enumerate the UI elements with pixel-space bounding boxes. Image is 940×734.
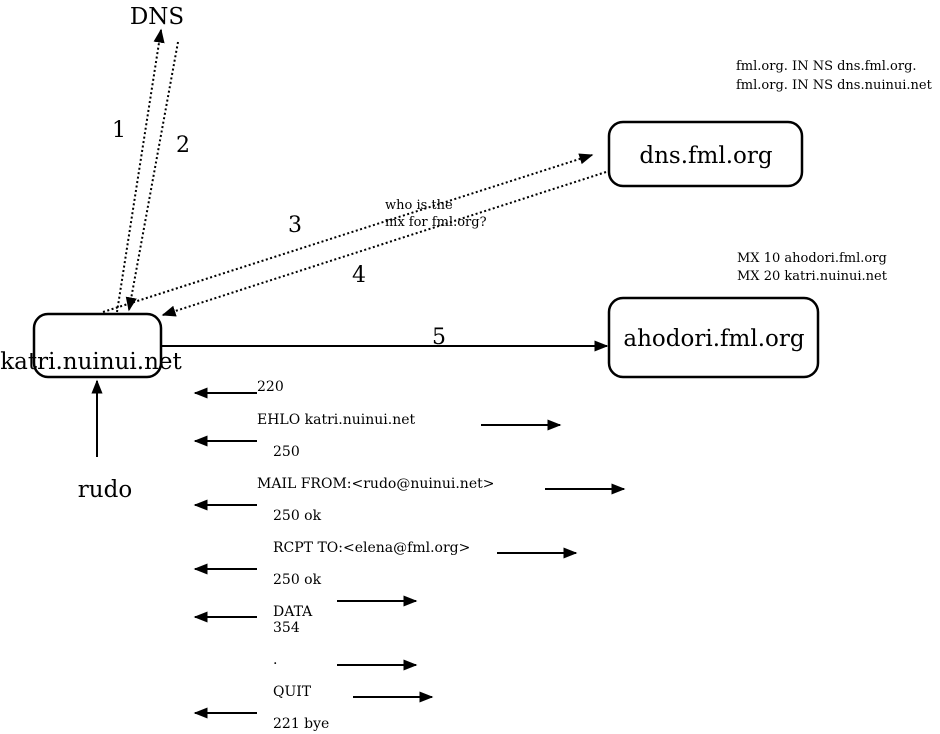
node-ahodori-label: ahodori.fml.org (623, 326, 804, 352)
mx-record-line-2: MX 20 katri.nuinui.net (737, 269, 888, 284)
smtp-221: 221 bye (273, 716, 329, 732)
step-2-label: 2 (176, 133, 190, 158)
smtp-250: 250 (273, 444, 300, 460)
ns-record-line-1: fml.org. IN NS dns.fml.org. (736, 59, 917, 74)
step-3-label: 3 (288, 213, 302, 238)
smtp-220: 220 (257, 379, 284, 395)
step-4-label: 4 (352, 263, 366, 288)
smtp-mail-from: MAIL FROM:<rudo@nuinui.net> (257, 476, 494, 492)
node-katri-label: katri.nuinui.net (0, 349, 182, 375)
smtp-250-ok-1: 250 ok (273, 508, 322, 524)
query-note-line-2: mx for fml.org? (385, 215, 487, 230)
query-note-line-1: who is the (385, 198, 453, 213)
smtp-rcpt-to: RCPT TO:<elena@fml.org> (273, 540, 470, 556)
smtp-data: DATA (273, 604, 313, 620)
arrow-step-4 (161, 171, 607, 317)
node-dns-fml-box (607, 120, 804, 188)
node-dns-fml-label: dns.fml.org (639, 143, 772, 169)
smtp-ehlo: EHLO katri.nuinui.net (257, 412, 416, 428)
rudo-label: rudo (78, 477, 132, 503)
step-1-label: 1 (112, 118, 126, 143)
smtp-354: 354 (273, 620, 300, 636)
node-ahodori-box (607, 296, 820, 379)
smtp-quit: QUIT (273, 684, 312, 700)
ns-record-line-2: fml.org. IN NS dns.nuinui.net (736, 78, 933, 93)
arrow-step-3 (102, 153, 594, 313)
arrow-step-2 (125, 41, 179, 312)
step-5-label: 5 (432, 325, 446, 350)
mx-record-line-1: MX 10 ahodori.fml.org (737, 251, 887, 266)
dns-label: DNS (130, 4, 184, 30)
smtp-dot: . (273, 652, 277, 668)
smtp-250-ok-2: 250 ok (273, 572, 322, 588)
